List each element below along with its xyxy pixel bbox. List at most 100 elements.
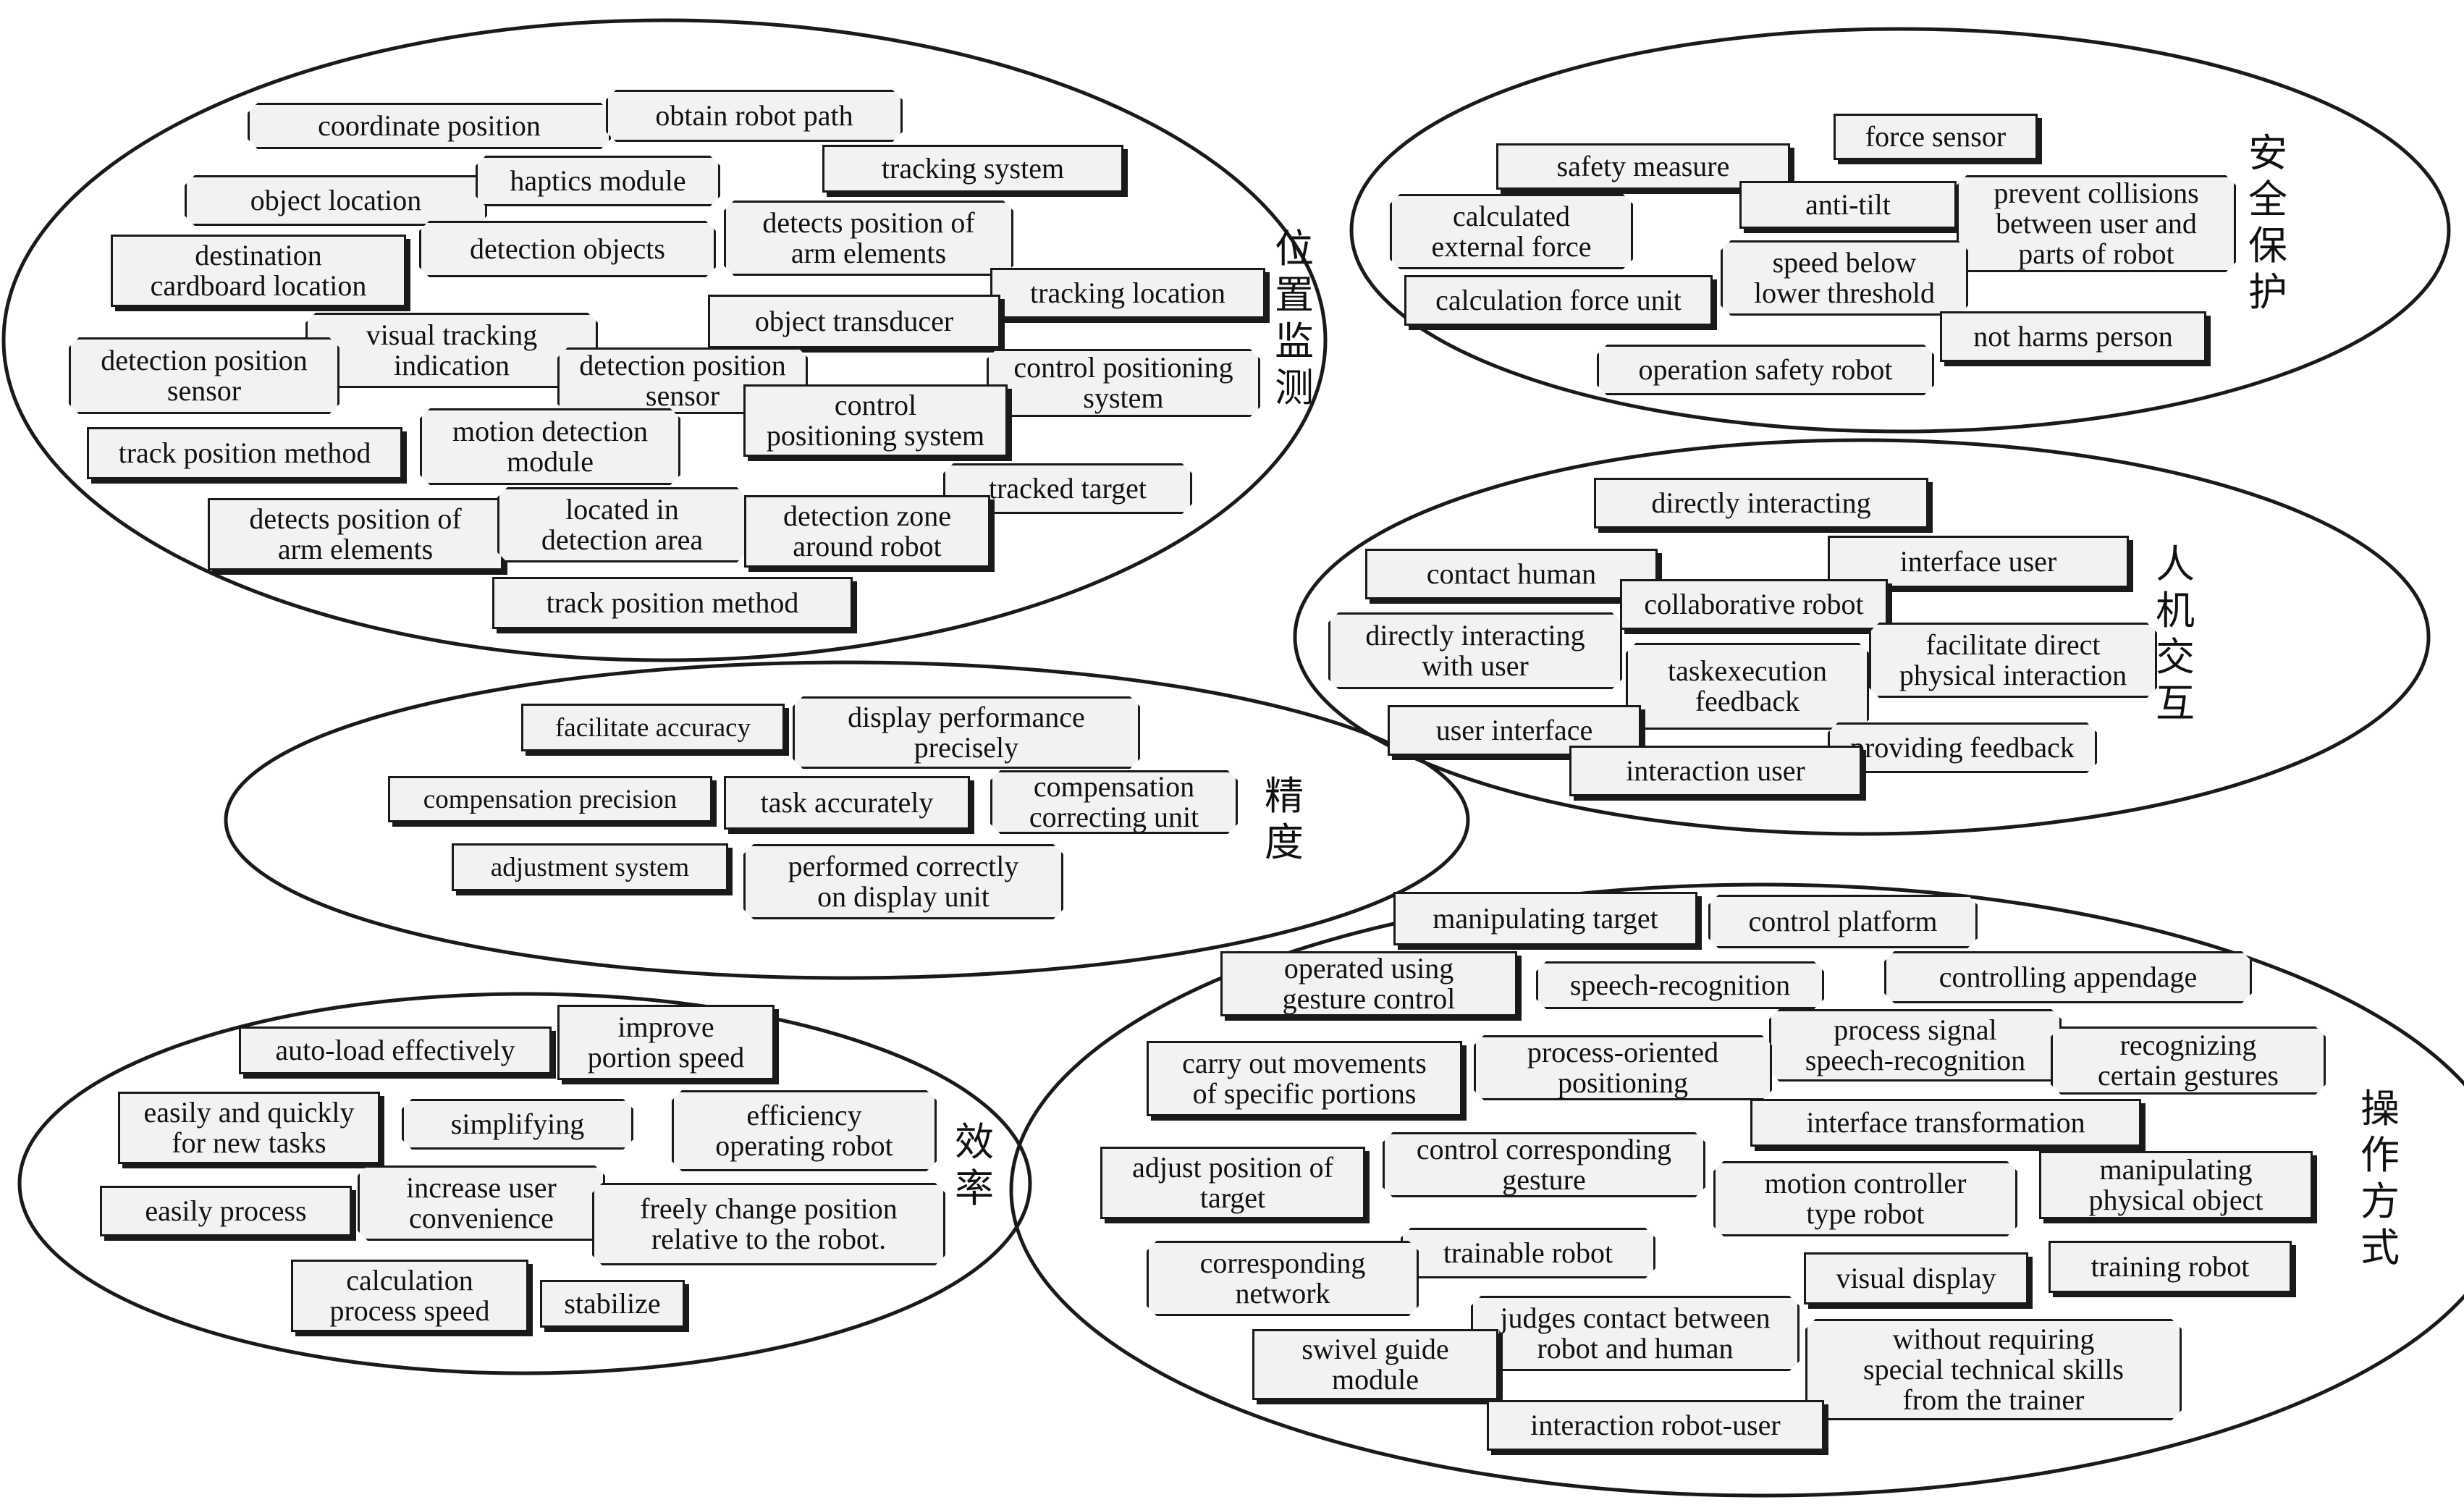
group-label-efficiency: 效 率 bbox=[953, 1119, 996, 1212]
group-label-position-monitoring: 位 置 监 测 bbox=[1273, 226, 1316, 411]
group-label-char: 操 bbox=[2360, 1086, 2400, 1131]
keyword-box: motion detection module bbox=[420, 408, 680, 485]
keyword-box: judges contact between robot and human bbox=[1471, 1296, 1800, 1371]
keyword-box: track position method bbox=[492, 577, 853, 629]
group-label-char: 交 bbox=[2156, 634, 2195, 680]
keyword-box: compensation correcting unit bbox=[990, 770, 1238, 834]
keyword-box: control positioning system bbox=[987, 349, 1260, 417]
keyword-box: control platform bbox=[1708, 895, 1978, 948]
keyword-box: obtain robot path bbox=[606, 90, 903, 142]
group-label-char: 率 bbox=[955, 1165, 994, 1211]
keyword-box: freely change position relative to the r… bbox=[592, 1183, 945, 1265]
keyword-box: process signal speech-recognition bbox=[1769, 1009, 2062, 1082]
group-label-char: 精 bbox=[1265, 773, 1304, 819]
keyword-box: display performance precisely bbox=[793, 696, 1140, 769]
keyword-box: calculated external force bbox=[1390, 194, 1633, 269]
keyword-box: not harms person bbox=[1940, 311, 2206, 362]
group-label-char: 作 bbox=[2360, 1132, 2400, 1178]
keyword-box: easily process bbox=[100, 1186, 352, 1236]
keyword-box: detects position of arm elements bbox=[724, 201, 1013, 276]
keyword-box: haptics module bbox=[476, 156, 720, 206]
keyword-box: track position method bbox=[87, 427, 402, 479]
keyword-box: facilitate accuracy bbox=[521, 704, 785, 751]
group-label-safety-protection: 安 全 保 护 bbox=[2246, 130, 2290, 316]
keyword-box: visual display bbox=[1804, 1252, 2028, 1304]
keyword-box: compensation precision bbox=[388, 776, 712, 822]
keyword-box: manipulating target bbox=[1393, 892, 1697, 945]
keyword-box: user interface bbox=[1388, 705, 1641, 756]
keyword-box: process-oriented positioning bbox=[1474, 1035, 1772, 1100]
keyword-box: taskexecution feedback bbox=[1626, 643, 1869, 730]
group-label-char: 保 bbox=[2248, 223, 2287, 269]
keyword-box: providing feedback bbox=[1828, 722, 2097, 773]
group-label-char: 监 bbox=[1275, 319, 1314, 364]
group-label-char: 方 bbox=[2360, 1179, 2400, 1224]
keyword-box: directly interacting with user bbox=[1328, 612, 1622, 689]
keyword-box: coordinate position bbox=[248, 103, 611, 149]
keyword-box: object transducer bbox=[708, 295, 1000, 348]
keyword-box: calculation process speed bbox=[291, 1260, 528, 1332]
keyword-box: efficiency operating robot bbox=[672, 1090, 937, 1171]
keyword-box: manipulating physical object bbox=[2039, 1151, 2313, 1219]
keyword-box: trainable robot bbox=[1401, 1228, 1655, 1278]
group-label-operation-mode: 操 作 方 式 bbox=[2358, 1086, 2402, 1271]
ellipse-precision bbox=[224, 660, 1470, 980]
keyword-box: increase user convenience bbox=[358, 1165, 605, 1241]
keyword-box: located in detection area bbox=[497, 487, 747, 562]
keyword-box: control corresponding gesture bbox=[1383, 1132, 1705, 1197]
keyword-box: interaction user bbox=[1569, 746, 1862, 796]
keyword-box: tracking system bbox=[822, 145, 1123, 193]
keyword-box: detection position sensor bbox=[69, 337, 339, 414]
keyword-box: swivel guide module bbox=[1252, 1329, 1498, 1400]
keyword-box: contact human bbox=[1365, 549, 1658, 599]
ellipse-efficiency bbox=[17, 992, 1032, 1375]
keyword-box: visual tracking indication bbox=[305, 313, 598, 388]
keyword-box: interface user bbox=[1828, 536, 2129, 588]
group-label-precision: 精 度 bbox=[1262, 773, 1306, 866]
group-label-human-robot-interaction: 人 机 交 互 bbox=[2153, 541, 2197, 727]
ellipse-human-robot-interaction bbox=[1293, 438, 2431, 836]
group-label-char: 人 bbox=[2156, 541, 2195, 587]
ellipse-operation-mode bbox=[1009, 882, 2464, 1498]
keyword-box: operated using gesture control bbox=[1220, 951, 1517, 1016]
keyword-box: training robot bbox=[2049, 1241, 2292, 1293]
group-label-char: 全 bbox=[2248, 177, 2287, 222]
ellipse-position-monitoring bbox=[1, 18, 1328, 662]
keyword-box: adjustment system bbox=[452, 843, 728, 891]
keyword-box: interface transformation bbox=[1750, 1099, 2141, 1147]
keyword-box: performed correctly on display unit bbox=[743, 844, 1063, 919]
keyword-box: tracking location bbox=[990, 268, 1265, 319]
group-label-char: 式 bbox=[2360, 1225, 2400, 1270]
keyword-box: detection zone around robot bbox=[744, 495, 990, 568]
keyword-box: operation safety robot bbox=[1597, 345, 1934, 395]
keyword-box: prevent collisions between user and part… bbox=[1957, 175, 2236, 272]
keyword-box: auto-load effectively bbox=[239, 1026, 552, 1074]
keyword-box: simplifying bbox=[402, 1099, 633, 1150]
keyword-box: motion controller type robot bbox=[1713, 1161, 2017, 1236]
group-label-char: 安 bbox=[2248, 130, 2287, 176]
group-label-char: 互 bbox=[2156, 680, 2195, 726]
keyword-box: carry out movements of specific portions bbox=[1147, 1041, 1462, 1116]
group-label-char: 效 bbox=[955, 1119, 994, 1165]
group-label-char: 位 bbox=[1275, 226, 1314, 271]
ellipse-safety-protection bbox=[1349, 27, 2451, 434]
keyword-box: directly interacting bbox=[1594, 478, 1928, 528]
group-label-char: 机 bbox=[2156, 588, 2195, 633]
keyword-box: control positioning system bbox=[743, 384, 1008, 457]
keyword-box: stabilize bbox=[540, 1280, 685, 1328]
keyword-box: adjust position of target bbox=[1100, 1147, 1365, 1219]
keyword-box: anti-tilt bbox=[1739, 181, 1957, 229]
group-label-char: 测 bbox=[1275, 365, 1314, 410]
keyword-box: interaction robot-user bbox=[1487, 1400, 1824, 1451]
keyword-box: force sensor bbox=[1834, 114, 2038, 160]
keyword-box: controlling appendage bbox=[1884, 951, 2252, 1003]
keyword-box: task accurately bbox=[724, 776, 970, 830]
keyword-box: easily and quickly for new tasks bbox=[118, 1092, 380, 1164]
keyword-box: safety measure bbox=[1496, 143, 1790, 190]
keyword-box: destination cardboard location bbox=[111, 235, 406, 307]
keyword-box: object location bbox=[185, 175, 487, 226]
keyword-box: without requiring special technical skil… bbox=[1805, 1319, 2182, 1420]
keyword-box: corresponding network bbox=[1147, 1241, 1419, 1316]
keyword-box: collaborative robot bbox=[1620, 579, 1888, 630]
